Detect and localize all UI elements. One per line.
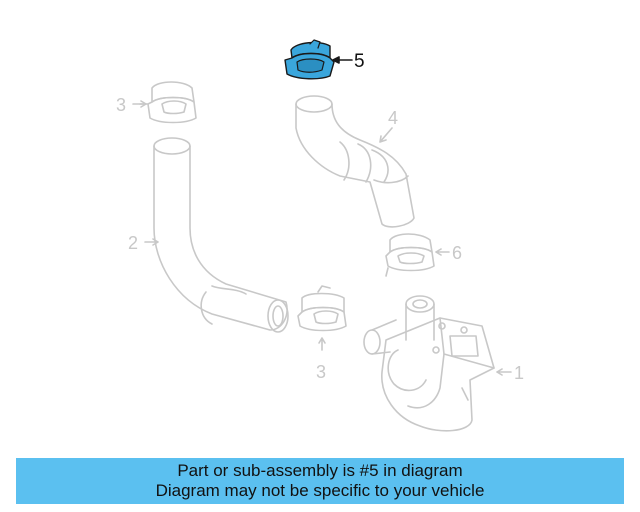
clamp-part-3-top[interactable] bbox=[139, 81, 197, 124]
leader-arrow-6 bbox=[435, 248, 450, 256]
hose-part-2[interactable] bbox=[153, 137, 289, 333]
leader-arrow-3-bottom bbox=[318, 337, 326, 351]
callout-4: 4 bbox=[388, 108, 398, 128]
clamp-part-3-bottom[interactable] bbox=[297, 285, 347, 332]
callout-3-top: 3 bbox=[116, 95, 126, 115]
leader-line-5 bbox=[332, 56, 353, 64]
hose-part-4[interactable] bbox=[295, 95, 415, 228]
clamp-part-5[interactable] bbox=[284, 39, 335, 80]
leader-arrow-3-top bbox=[132, 100, 147, 108]
pump-part-1[interactable] bbox=[363, 295, 495, 432]
callout-6: 6 bbox=[452, 243, 462, 263]
leader-arrow-4 bbox=[379, 127, 393, 143]
leader-arrow-2 bbox=[144, 238, 159, 246]
callout-2: 2 bbox=[128, 233, 138, 253]
banner-line-disclaimer: Diagram may not be specific to your vehi… bbox=[155, 481, 485, 500]
banner-line-part-number: Part or sub-assembly is #5 in diagram bbox=[177, 461, 463, 480]
parts-diagram: 5 3 4 2 6 1 3 bbox=[116, 39, 524, 432]
callout-5: 5 bbox=[354, 51, 365, 72]
callout-3-bottom: 3 bbox=[316, 362, 326, 382]
leader-arrow-1 bbox=[496, 368, 512, 376]
info-banner: Part or sub-assembly is #5 in diagram Di… bbox=[16, 458, 624, 504]
callout-1: 1 bbox=[514, 363, 524, 383]
clamp-part-6[interactable] bbox=[385, 233, 435, 277]
